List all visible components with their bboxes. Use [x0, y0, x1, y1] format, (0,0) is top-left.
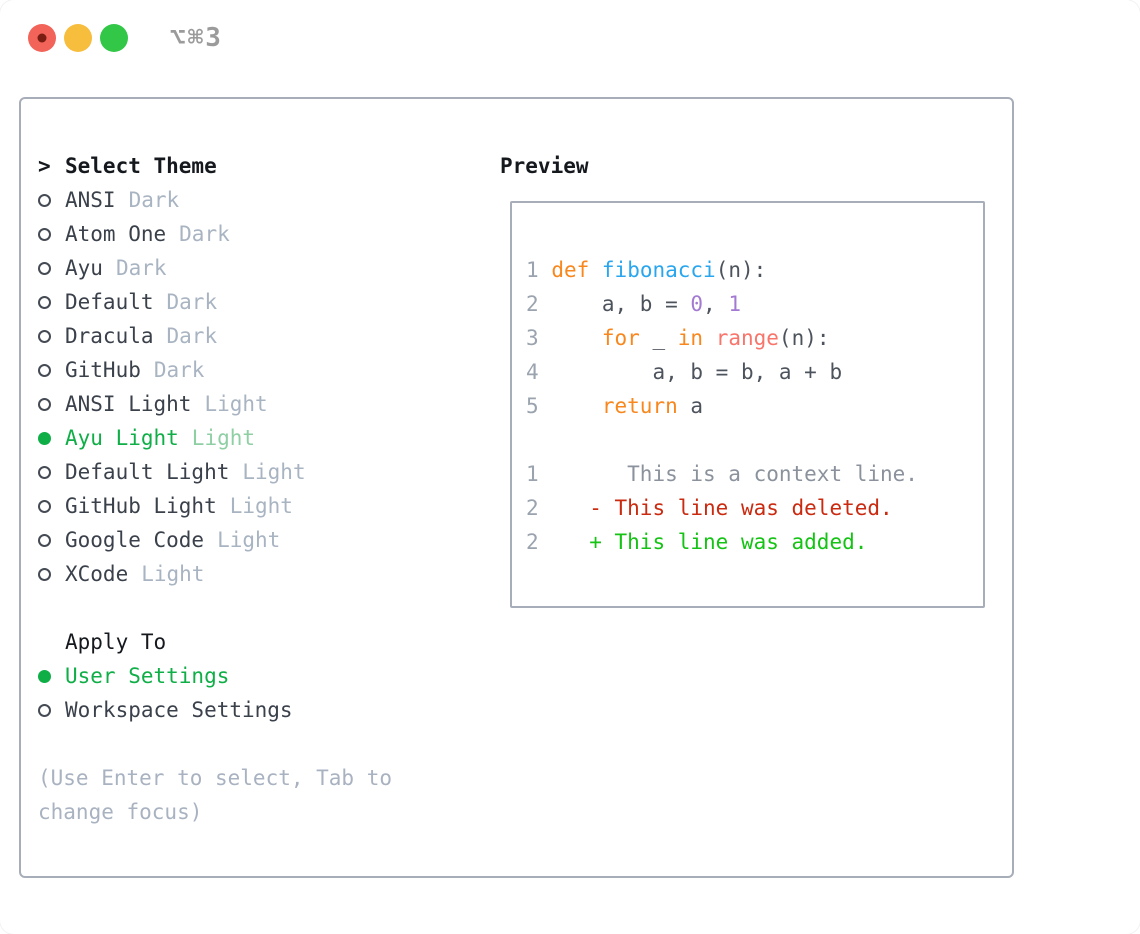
- theme-variant: Light: [204, 392, 268, 416]
- theme-name: XCode: [65, 562, 129, 586]
- code-line: 2 - This line was deleted.: [526, 496, 893, 520]
- radio-icon: [38, 567, 51, 581]
- theme-variant: Light: [141, 562, 205, 586]
- theme-variant: Light: [217, 528, 281, 552]
- radio-icon: [38, 227, 51, 241]
- theme-variant: Dark: [166, 290, 218, 314]
- radio-icon: [38, 363, 51, 377]
- apply-option-label: User Settings: [65, 664, 230, 688]
- theme-name: Default: [65, 290, 154, 314]
- close-button[interactable]: [28, 24, 56, 52]
- code-line: [526, 423, 969, 457]
- theme-option-google-code[interactable]: Google Code Light: [38, 523, 500, 557]
- theme-option-xcode[interactable]: XCode Light: [38, 557, 500, 591]
- code-line: 2 + This line was added.: [526, 530, 868, 554]
- apply-to-header: Apply To: [65, 630, 167, 654]
- theme-option-default-light[interactable]: Default Light Light: [38, 455, 500, 489]
- code-line: 5 return a: [526, 394, 704, 418]
- code-line: 1 def fibonacci(n):: [526, 258, 767, 282]
- theme-option-github-light[interactable]: GitHub Light Light: [38, 489, 500, 523]
- theme-name: Default Light: [65, 460, 230, 484]
- radio-icon: [38, 295, 51, 309]
- theme-option-github[interactable]: GitHub Dark: [38, 353, 500, 387]
- minimize-button[interactable]: [64, 24, 92, 52]
- select-theme-header: > Select Theme: [38, 149, 500, 183]
- radio-icon: [38, 465, 51, 479]
- theme-option-dracula[interactable]: Dracula Dark: [38, 319, 500, 353]
- theme-name: Atom One: [65, 222, 167, 246]
- radio-icon: [38, 261, 51, 275]
- preview-title: Preview: [500, 154, 589, 178]
- apply-option-user-settings[interactable]: User Settings: [38, 659, 500, 693]
- select-theme-title: Select Theme: [65, 154, 217, 178]
- theme-name: Ayu: [65, 256, 103, 280]
- traffic-lights: [28, 24, 128, 52]
- preview-column: Preview 1 def fibonacci(n): 2 a, b = 0, 1…: [500, 149, 996, 876]
- theme-option-ayu-light[interactable]: Ayu Light Light: [38, 421, 500, 455]
- theme-option-atom-one[interactable]: Atom One Dark: [38, 217, 500, 251]
- radio-icon: [38, 703, 51, 717]
- theme-variant: Light: [191, 426, 256, 450]
- theme-option-default[interactable]: Default Dark: [38, 285, 500, 319]
- theme-name: ANSI Light: [65, 392, 192, 416]
- theme-name: ANSI: [65, 188, 116, 212]
- radio-selected-icon: [38, 669, 51, 683]
- code-line: 1 This is a context line.: [526, 462, 918, 486]
- preview-code: 1 def fibonacci(n): 2 a, b = 0, 1 3 for _ …: [526, 253, 969, 559]
- theme-variant: Dark: [115, 256, 167, 280]
- theme-variant: Light: [242, 460, 306, 484]
- apply-option-label: Workspace Settings: [65, 698, 293, 722]
- code-line: 3 for _ in range(n):: [526, 326, 830, 350]
- theme-option-ansi[interactable]: ANSI Dark: [38, 183, 500, 217]
- theme-variant: Dark: [179, 222, 230, 246]
- theme-option-ansi-light[interactable]: ANSI Light Light: [38, 387, 500, 421]
- theme-variant: Dark: [153, 358, 205, 382]
- theme-name: Ayu Light: [65, 426, 179, 450]
- theme-name: GitHub Light: [65, 494, 217, 518]
- title-bar: ⌥⌘3: [0, 0, 1140, 97]
- radio-selected-icon: [38, 431, 51, 445]
- code-line: 4 a, b = b, a + b: [526, 360, 843, 384]
- help-text: (Use Enter to select, Tab to change focu…: [38, 766, 393, 824]
- cursor-icon: >: [38, 154, 51, 178]
- theme-name: Dracula: [65, 324, 154, 348]
- theme-variant: Light: [229, 494, 293, 518]
- apply-option-workspace-settings[interactable]: Workspace Settings: [38, 693, 500, 727]
- preview-box: 1 def fibonacci(n): 2 a, b = 0, 1 3 for _ …: [510, 201, 985, 608]
- zoom-button[interactable]: [100, 24, 128, 52]
- theme-variant: Dark: [128, 188, 180, 212]
- radio-icon: [38, 329, 51, 343]
- theme-option-ayu[interactable]: Ayu Dark: [38, 251, 500, 285]
- radio-icon: [38, 193, 51, 207]
- theme-variant: Dark: [166, 324, 218, 348]
- radio-icon: [38, 533, 51, 547]
- window-title: ⌥⌘3: [170, 23, 223, 53]
- radio-icon: [38, 397, 51, 411]
- code-line: 2 a, b = 0, 1: [526, 292, 741, 316]
- theme-name: GitHub: [65, 358, 141, 382]
- theme-name: Google Code: [65, 528, 205, 552]
- radio-icon: [38, 499, 51, 513]
